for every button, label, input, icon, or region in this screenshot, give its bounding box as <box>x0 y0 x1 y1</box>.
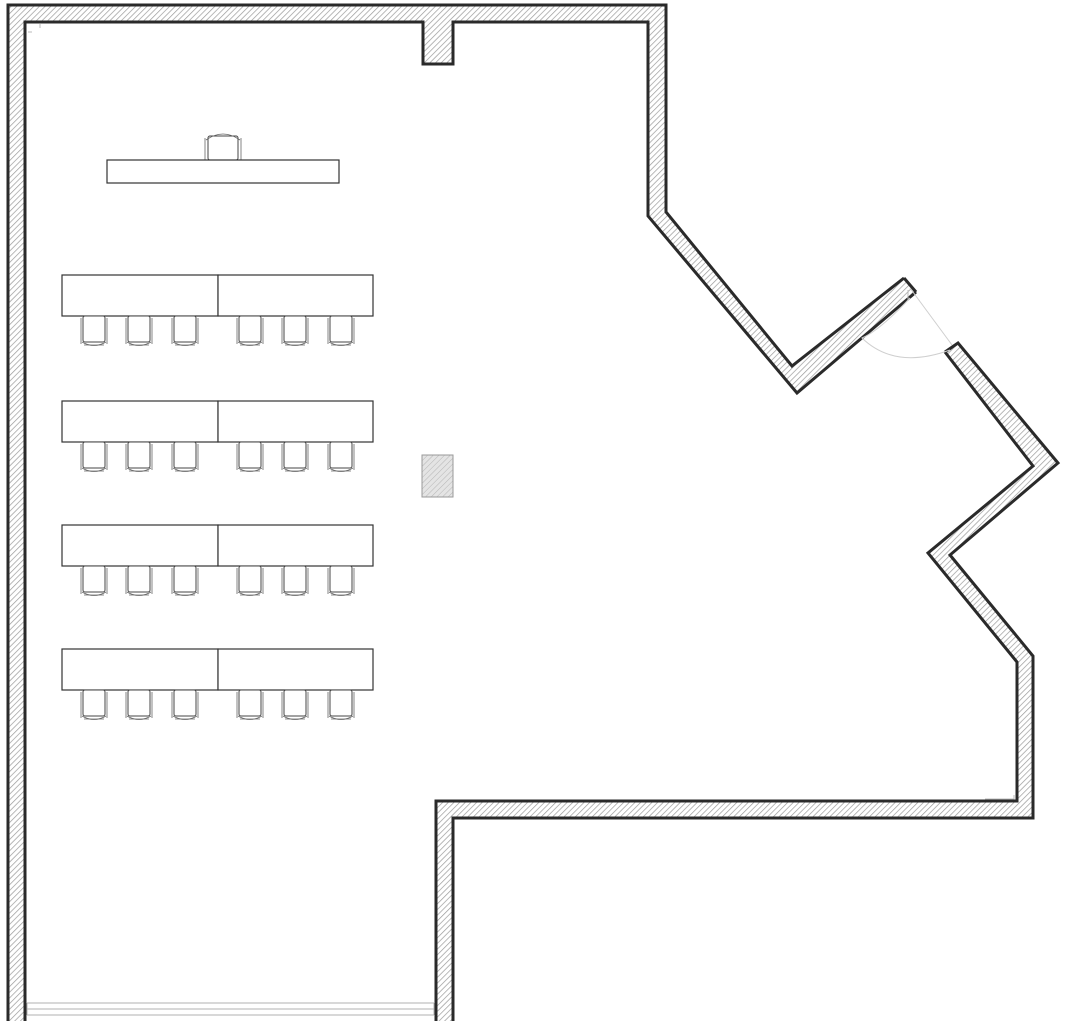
table-row-3 <box>61 524 374 596</box>
table-row-4 <box>61 648 374 720</box>
chair <box>125 565 153 596</box>
window <box>26 1002 435 1016</box>
chair <box>80 689 108 720</box>
chair <box>171 565 199 596</box>
table-row-1 <box>61 274 374 346</box>
chair <box>125 689 153 720</box>
door <box>861 287 953 359</box>
chair <box>236 689 264 720</box>
chair <box>281 441 309 472</box>
table <box>61 648 219 691</box>
teacher-chair <box>204 133 242 161</box>
corner-marks <box>28 24 1015 800</box>
chair <box>80 441 108 472</box>
chair <box>327 689 355 720</box>
chair <box>281 565 309 596</box>
teacher-desk-group <box>106 133 340 184</box>
chair <box>171 315 199 346</box>
chair <box>281 315 309 346</box>
table <box>61 400 219 443</box>
table <box>217 400 374 443</box>
chair <box>327 565 355 596</box>
structural-column <box>421 454 454 498</box>
chair <box>125 315 153 346</box>
table-row-2 <box>61 400 374 472</box>
chair <box>125 441 153 472</box>
walls <box>6 3 1061 1021</box>
table <box>61 274 219 317</box>
table <box>217 274 374 317</box>
chair <box>236 315 264 346</box>
table <box>61 524 219 567</box>
student-tables <box>61 274 374 720</box>
teacher-desk <box>106 159 340 184</box>
chair <box>80 565 108 596</box>
chair <box>236 441 264 472</box>
chair <box>327 315 355 346</box>
chair <box>236 565 264 596</box>
chair <box>171 441 199 472</box>
chair <box>327 441 355 472</box>
chair <box>171 689 199 720</box>
table <box>217 524 374 567</box>
chair <box>281 689 309 720</box>
chair <box>80 315 108 346</box>
table <box>217 648 374 691</box>
